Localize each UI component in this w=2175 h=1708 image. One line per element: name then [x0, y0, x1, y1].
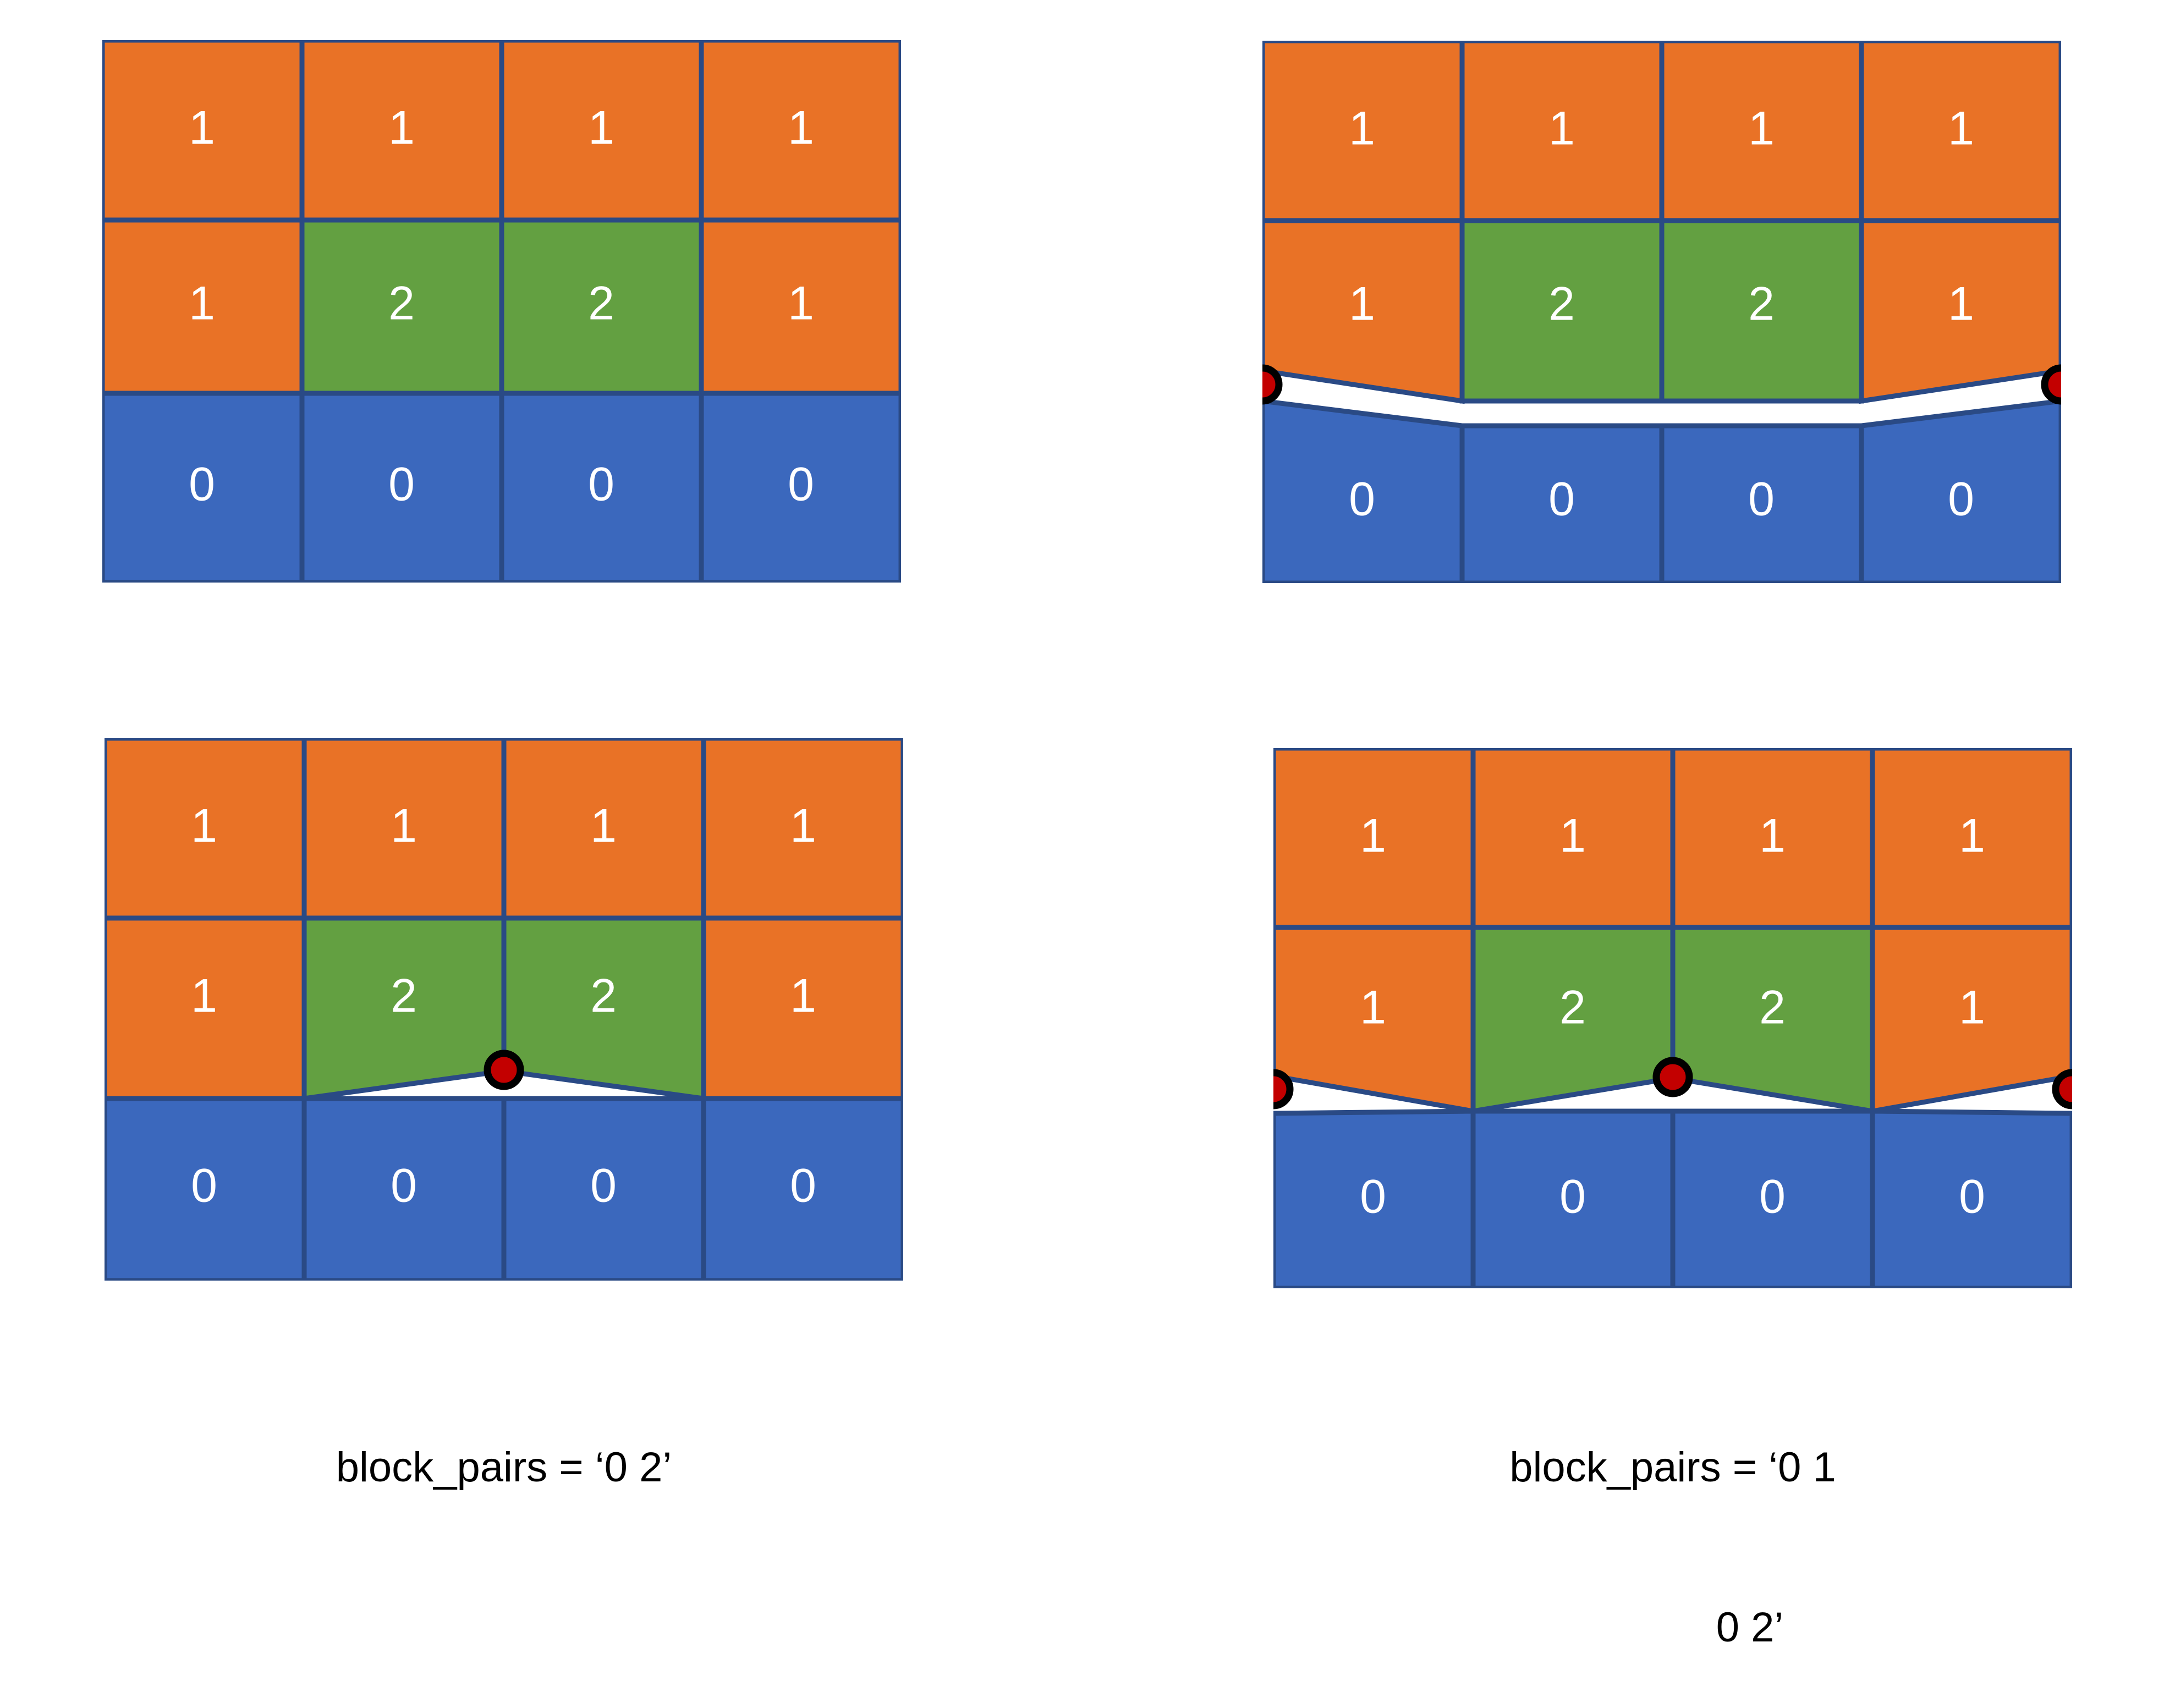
cell-value: 1: [191, 970, 217, 1023]
vertex-dot-right: [2052, 1069, 2072, 1110]
cell-value: 1: [1959, 810, 1985, 863]
mesh-cell: [501, 738, 706, 921]
mesh-cell-deformed: [1859, 398, 2061, 583]
caption-line: 0 2’: [1716, 1604, 1784, 1651]
cell-value: 1: [1360, 981, 1386, 1034]
cell-value: 1: [1548, 102, 1575, 155]
mesh-cell: [105, 915, 307, 1101]
mesh-cell: [699, 40, 901, 223]
mesh-cell: [1659, 218, 1864, 404]
cell-value: 1: [1948, 278, 1974, 331]
cell-value: 0: [1349, 473, 1375, 526]
cell-value: 1: [788, 102, 814, 155]
vertex-dot-left: [1262, 364, 1283, 405]
caption-line: block_pairs = ‘0 1: [1509, 1443, 1836, 1491]
cell-value: 2: [391, 970, 417, 1023]
mesh-cell: [499, 391, 704, 583]
vertex-dot-left: [1273, 1069, 1294, 1110]
cell-value: 0: [1548, 473, 1575, 526]
cell-value: 0: [191, 1160, 217, 1212]
mesh-cell: [102, 391, 305, 583]
caption-block-pairs-0-2: block_pairs = ‘0 2’: [105, 1333, 903, 1547]
mesh-cell: [102, 217, 305, 396]
mesh-cell: [299, 391, 504, 583]
cell-value: 1: [189, 277, 215, 330]
cell-value: 2: [388, 277, 415, 330]
cell-value: 1: [1349, 102, 1375, 155]
cell-value: 0: [788, 458, 814, 511]
mesh-cell-deformed: [1262, 398, 1465, 583]
cell-value: 1: [588, 102, 614, 155]
cell-value: 1: [590, 800, 617, 853]
panel-block-pairs-0-1-0-2: 1 1 1 1 1 2 2 1 0 0 0 0: [1273, 748, 2072, 1288]
cell-value: 2: [588, 277, 614, 330]
mesh-diagram-block-pairs-0-1: 1 1 1 1 1 2 2 1 0 0 0 0: [1262, 41, 2061, 583]
mesh-cell: [1659, 423, 1864, 583]
cell-value: 0: [588, 458, 614, 511]
mesh-cell-deformed: [1870, 925, 2072, 1114]
cell-value: 2: [1748, 278, 1775, 331]
mesh-cell: [1859, 41, 2061, 223]
mesh-diagram-block-pairs-0-1-0-2: 1 1 1 1 1 2 2 1 0 0 0 0: [1273, 748, 2072, 1288]
cell-value: 1: [1349, 278, 1375, 331]
cell-value: 1: [1948, 102, 1974, 155]
cell-value: 1: [388, 102, 415, 155]
cell-value: 1: [1748, 102, 1775, 155]
cell-value: 1: [1559, 810, 1586, 863]
mesh-cell: [499, 217, 704, 396]
panel-block-pairs-0-2: 1 1 1 1 1 2 2 1 0 0 0 0: [105, 738, 903, 1281]
mesh-cell: [701, 915, 903, 1101]
cell-value: 1: [391, 800, 417, 853]
cell-value: 1: [788, 277, 814, 330]
cell-value: 1: [1959, 981, 1985, 1034]
caption-line: block_pairs = ‘0 2’: [336, 1443, 672, 1491]
cell-value: 0: [790, 1160, 816, 1212]
cell-value: 0: [1759, 1171, 1786, 1223]
cell-value: 0: [1959, 1171, 1985, 1223]
vertex-dot-center: [1652, 1057, 1693, 1097]
cell-value: 2: [590, 970, 617, 1023]
mesh-cell: [299, 40, 504, 223]
vertex-dot-center: [484, 1050, 524, 1090]
panel-original-mesh: 1 1 1 1 1 2 2 1 0 0 0 0: [102, 40, 901, 583]
cell-value: 1: [189, 102, 215, 155]
mesh-diagram-original: 1 1 1 1 1 2 2 1 0 0 0 0: [102, 40, 901, 583]
mesh-cell: [699, 217, 901, 396]
cell-value: 1: [790, 970, 816, 1023]
mesh-cell: [1459, 41, 1665, 223]
cell-value: 2: [1759, 981, 1786, 1034]
vertex-dot-right: [2041, 364, 2061, 405]
caption-block-pairs-0-1-0-2: block_pairs = ‘0 1 0 2’: [1273, 1333, 2072, 1708]
mesh-cell: [701, 738, 903, 921]
mesh-cell: [1470, 1108, 1676, 1288]
cell-value: 0: [1948, 473, 1974, 526]
cell-value: 0: [1360, 1171, 1386, 1223]
mesh-diagram-block-pairs-0-2: 1 1 1 1 1 2 2 1 0 0 0 0: [105, 738, 903, 1281]
cell-value: 2: [1559, 981, 1586, 1034]
cell-value: 1: [1360, 810, 1386, 863]
mesh-cell: [105, 1096, 307, 1281]
mesh-cell: [1670, 1108, 1875, 1288]
cell-value: 1: [191, 800, 217, 853]
cell-value: 2: [1548, 278, 1575, 331]
cell-value: 0: [388, 458, 415, 511]
cell-value: 1: [1759, 810, 1786, 863]
panel-block-pairs-0-1: 1 1 1 1 1 2 2 1 0 0 0 0: [1262, 41, 2061, 583]
mesh-cell-deformed: [1273, 1108, 1476, 1288]
cell-value: 0: [1559, 1171, 1586, 1223]
cell-value: 0: [391, 1160, 417, 1212]
cell-value: 0: [1748, 473, 1775, 526]
mesh-cell: [701, 1096, 903, 1281]
cell-value: 0: [189, 458, 215, 511]
mesh-cell-deformed: [1859, 218, 2061, 404]
cell-value: 0: [590, 1160, 617, 1212]
mesh-cell: [699, 391, 901, 583]
mesh-cell-deformed: [1870, 1108, 2072, 1288]
cell-value: 1: [790, 800, 816, 853]
